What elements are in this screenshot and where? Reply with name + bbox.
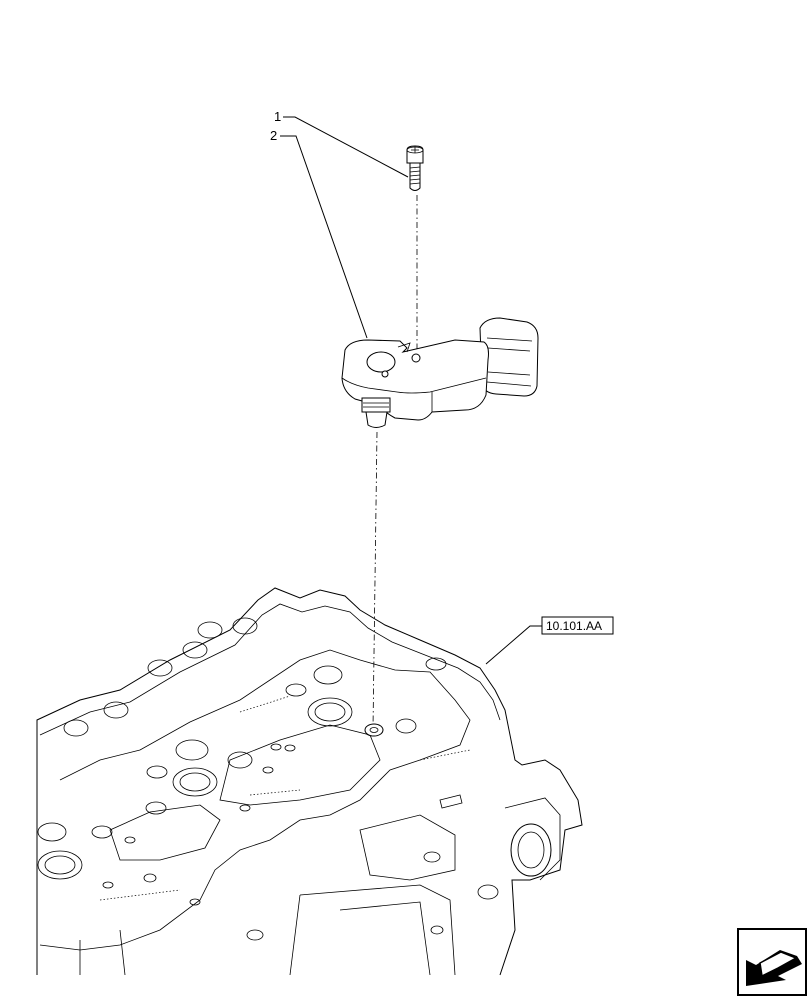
pressure-sensor-part[interactable] <box>341 317 539 428</box>
callout-1[interactable]: 1 <box>274 109 409 178</box>
cylinder-head <box>36 587 583 976</box>
reference-label: 10.101.AA <box>546 619 602 633</box>
screw-part[interactable] <box>406 145 424 191</box>
reference-leader <box>485 625 542 665</box>
callout-2[interactable]: 2 <box>270 128 368 339</box>
callout-2-label: 2 <box>270 128 277 143</box>
centerline-sensor <box>372 431 378 729</box>
valve-bosses <box>37 617 499 941</box>
callout-2-leader <box>280 135 368 339</box>
return-arrow-icon[interactable] <box>737 928 807 996</box>
callout-1-label: 1 <box>274 109 281 124</box>
reference-link[interactable]: 10.101.AA <box>485 616 614 665</box>
callout-1-leader <box>283 116 409 178</box>
